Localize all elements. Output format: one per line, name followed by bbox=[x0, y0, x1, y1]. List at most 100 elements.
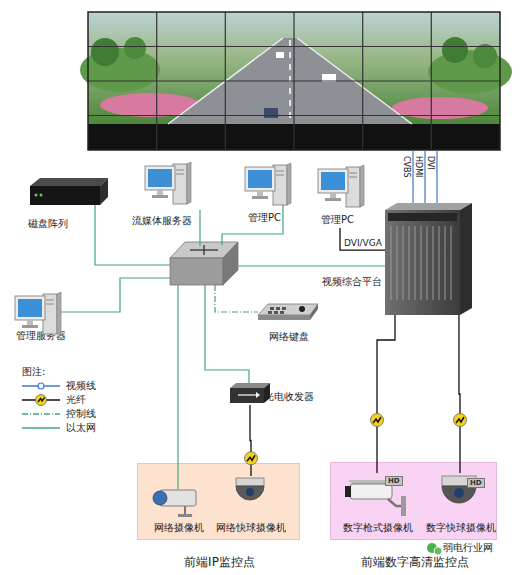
disk-array: 磁盘阵列 bbox=[25, 175, 110, 232]
legend-samples bbox=[22, 413, 60, 414]
transceiver-icon bbox=[230, 383, 270, 403]
legend-samples bbox=[22, 399, 60, 400]
network-switch-icon bbox=[170, 258, 223, 285]
video-wall bbox=[168, 38, 283, 124]
pc-icon bbox=[318, 165, 364, 207]
disk-array-icon bbox=[100, 178, 108, 205]
video-wall bbox=[293, 12, 294, 150]
fiber-symbol bbox=[371, 414, 384, 427]
network-dome-camera-icon bbox=[236, 486, 264, 500]
connector-line bbox=[377, 315, 395, 473]
legend-samples bbox=[38, 383, 44, 389]
fiber-symbol-bolt bbox=[247, 455, 255, 461]
video-platform-cabinet bbox=[391, 226, 451, 300]
connector-line bbox=[459, 315, 460, 473]
pc-icon bbox=[245, 163, 291, 205]
node-label: 网络键盘 bbox=[269, 331, 309, 343]
video-wall bbox=[264, 108, 278, 118]
network-dome-camera-icon bbox=[236, 478, 264, 500]
network-keyboard-icon bbox=[258, 304, 318, 320]
digital-dome-camera: 数字快球摄像机 bbox=[426, 473, 494, 536]
network-switch-icon bbox=[190, 249, 218, 250]
digital-bullet-camera-icon bbox=[388, 499, 403, 506]
network-dome-camera-icon bbox=[246, 488, 254, 496]
video-cables bbox=[413, 150, 437, 203]
network-keyboard-icon bbox=[310, 304, 318, 320]
network-box-camera-icon bbox=[153, 490, 196, 517]
network-switch-icon bbox=[170, 242, 238, 258]
server-icon bbox=[15, 292, 61, 334]
control-wire bbox=[215, 285, 258, 312]
video-wall bbox=[124, 37, 146, 59]
digital-dome-camera-icon bbox=[442, 476, 476, 503]
ip-monitoring-band: 前端IP监控点网络摄像机网络快球摄像机 bbox=[137, 463, 300, 540]
node-label: 网络摄像机 bbox=[146, 523, 212, 534]
video-wall bbox=[289, 40, 291, 124]
ethernet-wires bbox=[205, 285, 249, 383]
network-keyboard-icon bbox=[258, 304, 318, 315]
network-keyboard-icon bbox=[280, 311, 284, 314]
node-label: 光电收发器 bbox=[264, 391, 314, 403]
watermark-icon bbox=[427, 543, 437, 553]
video-wall bbox=[322, 74, 336, 82]
connector-line bbox=[250, 405, 251, 476]
network-box-camera-icon bbox=[153, 491, 167, 505]
node-label: 数字快球摄像机 bbox=[426, 523, 494, 534]
video-wall bbox=[473, 44, 497, 68]
digital-dome-camera-icon bbox=[442, 476, 476, 486]
video-platform-cabinet bbox=[385, 203, 472, 315]
video-wall bbox=[100, 93, 200, 117]
hd-monitoring-band: 前端数字高清监控点数字枪式摄像机数字快球摄像机 bbox=[330, 462, 497, 540]
legend-samples bbox=[22, 385, 60, 386]
video-wall bbox=[88, 80, 500, 81]
connector-line bbox=[340, 228, 385, 250]
transceiver-icon bbox=[256, 392, 260, 398]
fiber-symbol bbox=[454, 414, 467, 427]
ethernet-wires bbox=[236, 265, 385, 266]
network-box-camera-icon bbox=[160, 490, 196, 506]
streaming-server-icon bbox=[145, 162, 191, 204]
video-platform-cabinet bbox=[388, 213, 457, 221]
video-platform-cabinet bbox=[385, 210, 460, 315]
ethernet-wires bbox=[177, 285, 178, 489]
ethernet-wires bbox=[61, 278, 170, 312]
signal-name: HDMI bbox=[414, 156, 423, 177]
video-wall bbox=[88, 12, 500, 150]
disk-array-icon bbox=[30, 186, 100, 205]
node-label: 磁盘阵列 bbox=[28, 218, 68, 230]
ethernet-wires bbox=[199, 210, 200, 246]
legend-label: 光纤 bbox=[66, 394, 86, 406]
transceiver-icon bbox=[238, 394, 256, 395]
node-label: 数字枪式摄像机 bbox=[343, 523, 411, 534]
network-keyboard: 网络键盘 bbox=[255, 300, 320, 345]
digital-bullet-camera-icon bbox=[345, 480, 406, 516]
digital-bullet-camera-icon bbox=[348, 480, 396, 484]
video-wall bbox=[88, 12, 500, 124]
video-platform-cabinet bbox=[397, 226, 398, 300]
network-keyboard-icon bbox=[276, 307, 280, 310]
network-switch-icon bbox=[203, 245, 204, 255]
disk-array-icon bbox=[30, 178, 108, 205]
network-switch-icon bbox=[190, 245, 218, 255]
video-wall bbox=[362, 12, 363, 150]
video-wall bbox=[156, 12, 157, 150]
ethernet-wires bbox=[61, 205, 385, 489]
management-pc: 管理PC bbox=[242, 160, 294, 226]
video-platform-cabinet bbox=[415, 226, 416, 300]
video-platform-cabinet bbox=[391, 226, 392, 300]
digital-bullet-camera: 数字枪式摄像机 bbox=[343, 473, 411, 536]
watermark-icon bbox=[427, 543, 442, 555]
video-platform: 视频综合平台 bbox=[385, 203, 472, 315]
digital-dome-camera-icon bbox=[454, 488, 464, 498]
video-wall bbox=[88, 46, 500, 47]
video-platform-cabinet bbox=[460, 203, 472, 315]
legend-samples bbox=[22, 427, 60, 428]
streaming-server: 流媒体服务器 bbox=[128, 158, 222, 230]
video-wall bbox=[392, 97, 488, 119]
node-label: 流媒体服务器 bbox=[132, 215, 192, 227]
disk-array-icon bbox=[30, 178, 108, 186]
signal-name: DVI bbox=[426, 156, 435, 170]
video-platform-cabinet bbox=[427, 226, 428, 300]
